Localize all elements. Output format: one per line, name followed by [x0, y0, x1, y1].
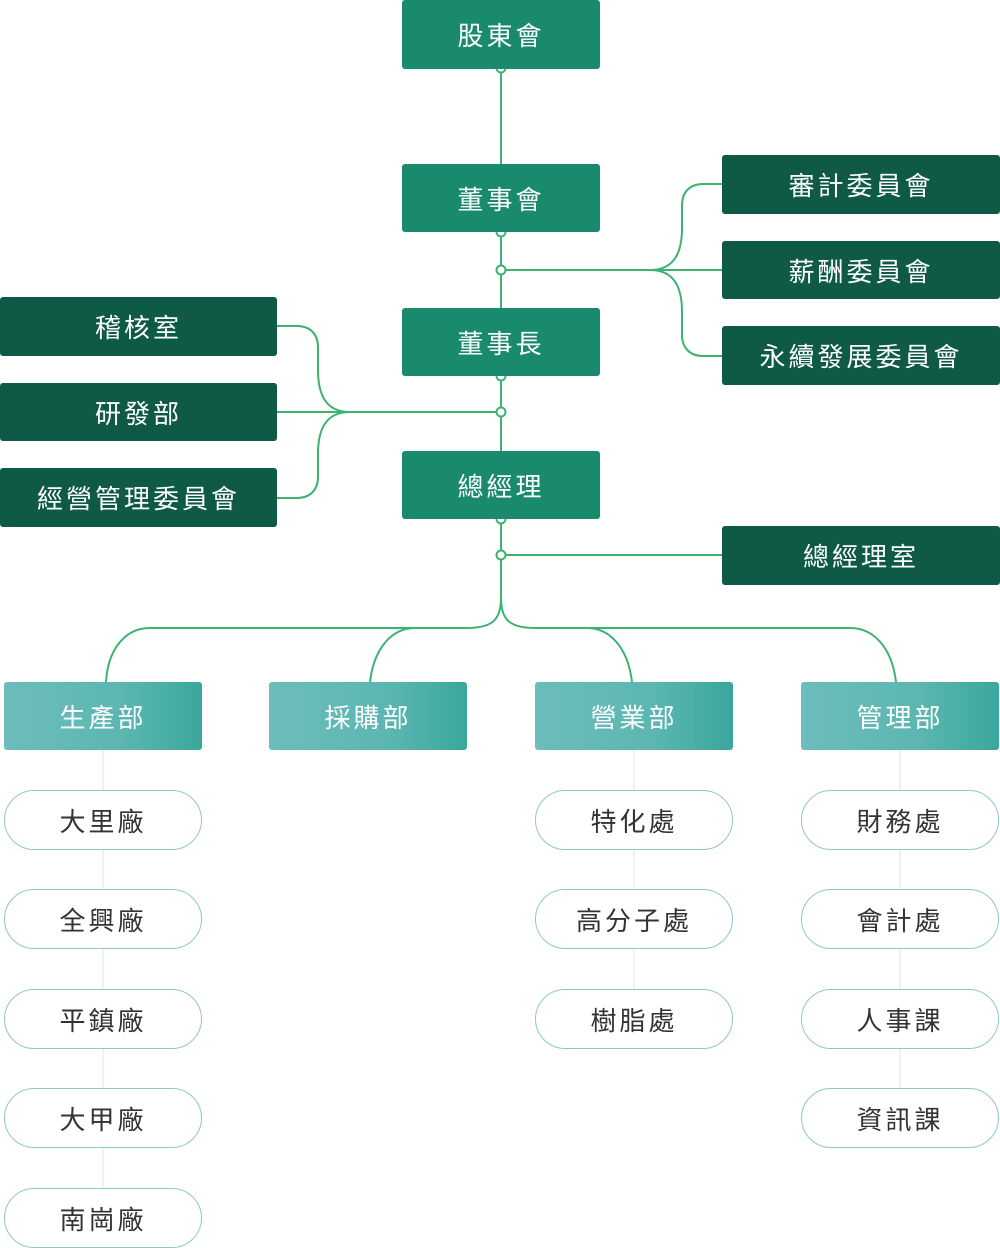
admin-department-box: 管理部	[801, 682, 999, 750]
unit-information: 資訊課	[801, 1088, 999, 1148]
unit-nangang-plant: 南崗廠	[4, 1188, 202, 1248]
audit-committee-box: 審計委員會	[722, 155, 1000, 214]
board-box: 董事會	[402, 164, 600, 232]
dot-committees	[495, 264, 507, 276]
unit-dajia-plant: 大甲廠	[4, 1088, 202, 1148]
compensation-committee-box: 薪酬委員會	[722, 241, 1000, 299]
chairman-units-branch-lines	[277, 325, 501, 499]
unit-quanxing-plant: 全興廠	[4, 889, 202, 949]
committee-branch-lines	[501, 183, 722, 357]
department-branch-lines	[105, 597, 897, 683]
rnd-department-box: 研發部	[0, 383, 277, 441]
management-committee-box: 經營管理委員會	[0, 468, 277, 527]
unit-resin: 樹脂處	[535, 989, 733, 1049]
dot-gm-office	[495, 549, 507, 561]
unit-specialty-chemicals: 特化處	[535, 790, 733, 850]
chairman-box: 董事長	[402, 308, 600, 376]
purchasing-department-box: 採購部	[269, 682, 467, 750]
production-department-box: 生產部	[4, 682, 202, 750]
unit-human-resources: 人事課	[801, 989, 999, 1049]
unit-polymer: 高分子處	[535, 889, 733, 949]
audit-office-box: 稽核室	[0, 297, 277, 356]
unit-finance: 財務處	[801, 790, 999, 850]
unit-dali-plant: 大里廠	[4, 790, 202, 850]
unit-pingzhen-plant: 平鎮廠	[4, 989, 202, 1049]
dot-chairman-units	[495, 406, 507, 418]
shareholders-box: 股東會	[402, 0, 600, 69]
general-manager-box: 總經理	[402, 451, 600, 519]
sales-department-box: 營業部	[535, 682, 733, 750]
sustainability-committee-box: 永續發展委員會	[722, 326, 1000, 385]
unit-accounting: 會計處	[801, 889, 999, 949]
gm-office-box: 總經理室	[722, 526, 1000, 585]
